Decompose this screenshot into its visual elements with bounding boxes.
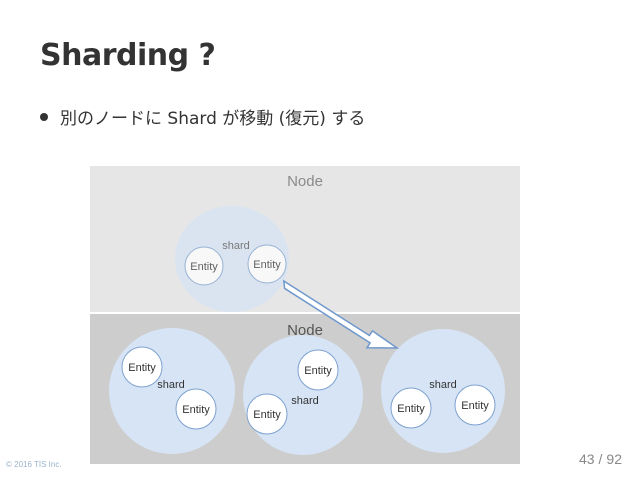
shard-label: shard [291, 395, 319, 407]
top-node-label: Node [287, 173, 323, 190]
entity-circle [246, 393, 288, 435]
entity-circle [175, 388, 217, 430]
entity-label: Entity [128, 362, 156, 374]
entity-circle [454, 384, 496, 426]
bottom-shard-2: Entity shard Entity [243, 335, 363, 455]
entity-label: Entity [253, 259, 281, 271]
bottom-node-label: Node [287, 322, 323, 339]
shard-label: shard [222, 240, 250, 252]
bottom-shard-1: Entity shard Entity [109, 328, 235, 454]
entity-circle [121, 346, 163, 388]
entity-label: Entity [253, 409, 281, 421]
copyright-text: © 2016 TIS Inc. [6, 460, 62, 469]
entity-label: Entity [190, 261, 218, 273]
shard-label: shard [157, 379, 185, 391]
page-number: 43/92 [579, 451, 622, 467]
slide-title: Sharding ? [40, 38, 216, 73]
bullet-item: 別のノードに Shard が移動 (復元) する [40, 104, 365, 129]
entity-circle [247, 244, 287, 284]
top-shard: shard Entity Entity [175, 206, 289, 312]
page-current: 43 [578, 451, 595, 467]
shard-circle [175, 206, 289, 312]
entity-label: Entity [304, 365, 332, 377]
bullet-text: 別のノードに Shard が移動 (復元) する [60, 109, 366, 129]
entity-circle [390, 387, 432, 429]
bottom-shard-3: shard Entity Entity [381, 329, 505, 453]
entity-circle [297, 349, 339, 391]
shard-label: shard [429, 379, 457, 391]
top-node-panel [90, 166, 520, 312]
migration-arrow-icon [282, 279, 400, 349]
page-total: 92 [606, 451, 622, 467]
bullet-dot-icon [40, 112, 48, 121]
entity-label: Entity [182, 404, 210, 416]
entity-label: Entity [461, 400, 489, 412]
page-separator: / [598, 451, 603, 467]
shard-circle [109, 328, 235, 454]
entity-circle [184, 246, 224, 286]
entity-label: Entity [397, 403, 425, 415]
